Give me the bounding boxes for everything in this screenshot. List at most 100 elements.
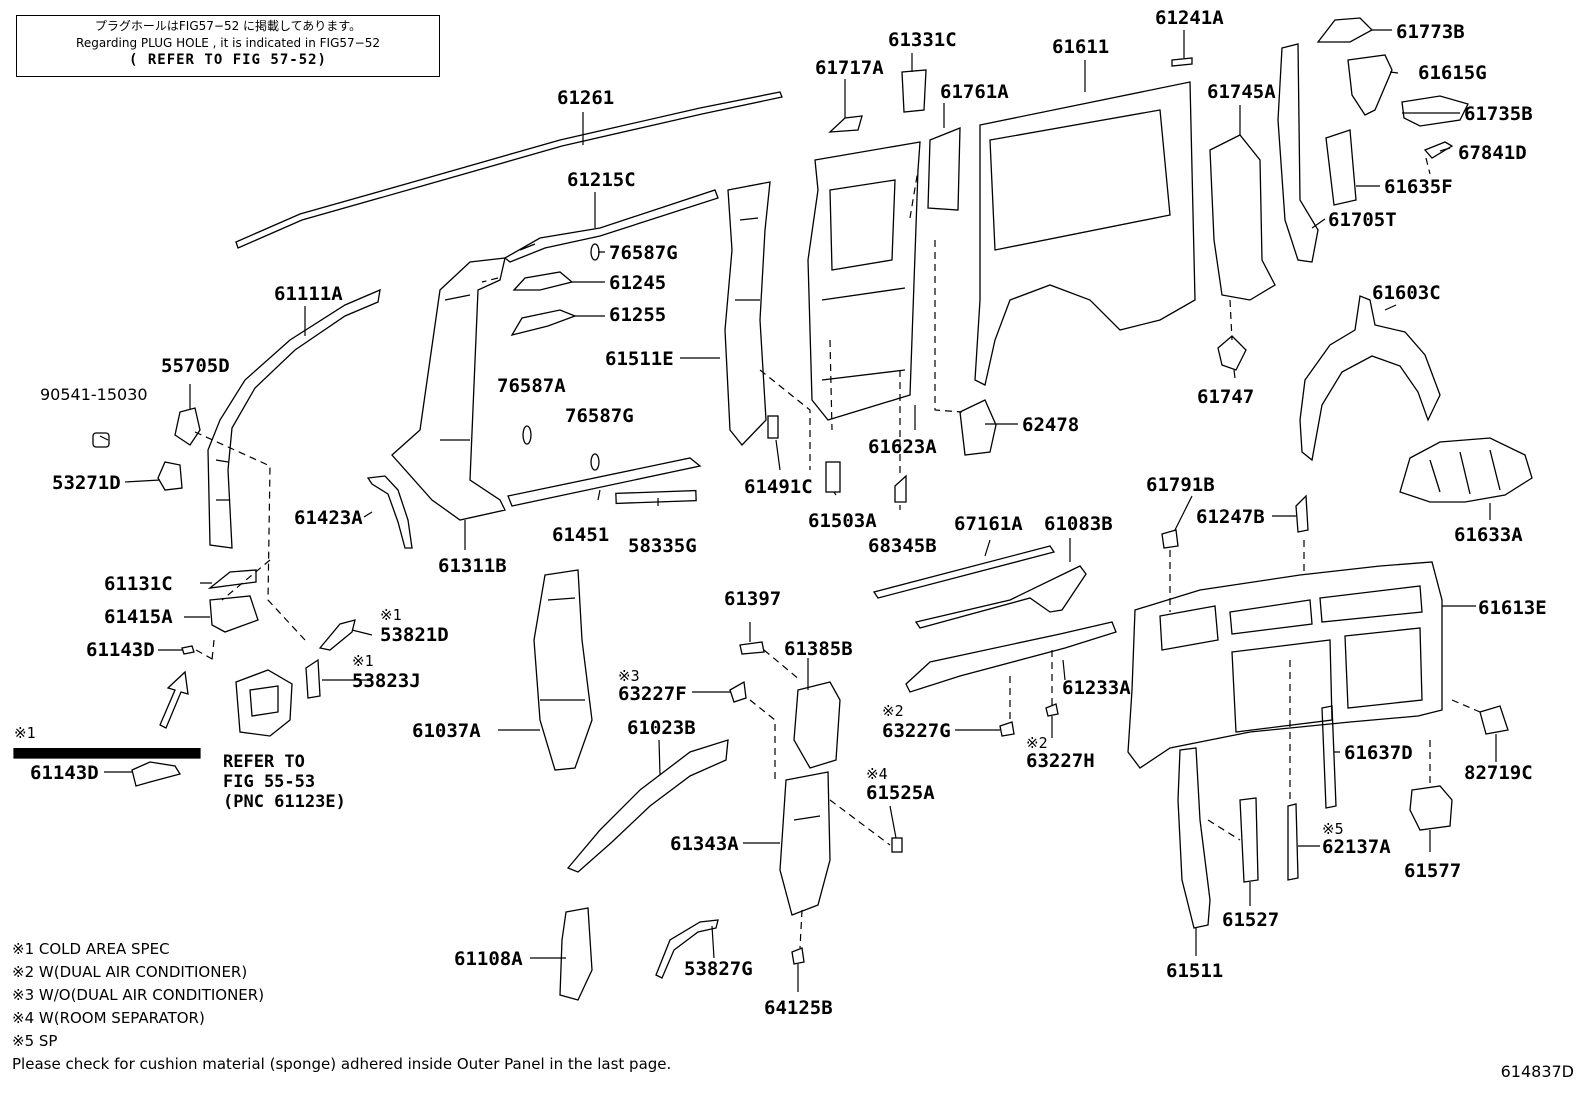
label-58335G: 58335G [628,535,697,557]
label-61143D-b: 61143D [30,762,99,784]
figure-number: 614837D [1500,1062,1574,1081]
part-61491C-drawing [767,415,779,439]
part-61111A-drawing [207,288,381,549]
label-61603C: 61603C [1372,282,1441,304]
label-76587G-a: 76587G [609,242,678,264]
part-61577-drawing [1409,785,1453,831]
label-82719C: 82719C [1464,762,1533,784]
label-76587A: 76587A [497,375,566,397]
mark-dual-ac-1: ※2 [882,702,904,720]
label-61247B: 61247B [1196,506,1265,528]
label-61233A: 61233A [1062,677,1131,699]
label-61633A: 61633A [1454,524,1523,546]
label-61527: 61527 [1222,909,1279,931]
note-line-refer: ( REFER TO FIG 57-52) [128,52,327,68]
label-61451: 61451 [552,524,609,546]
dashed-guide-lines [194,157,1481,949]
legend-item-1: ※1 COLD AREA SPEC [12,940,170,958]
part-61635F-drawing [1325,129,1357,206]
label-61747: 61747 [1197,386,1254,408]
label-61761A: 61761A [940,81,1009,103]
door-lock-drawing [235,669,293,737]
label-61491C: 61491C [744,476,813,498]
arrow-drawing [159,670,189,729]
part-61241A-drawing [1171,57,1193,67]
label-61143D-a: 61143D [86,639,155,661]
mark-cold-area-3: ※1 [14,724,36,742]
part-61527-drawing [1239,797,1259,883]
part-61745A-drawing [1209,134,1276,301]
mark-dual-ac-2: ※2 [1026,734,1048,752]
part-61791B-drawing [1161,529,1179,549]
refer-line-2: FIG 55-53 [223,772,316,792]
label-61037A: 61037A [412,720,481,742]
part-61613E-drawing [1127,561,1443,769]
part-61615G-drawing [1347,54,1393,116]
label-61717A: 61717A [815,57,884,79]
label-61735B: 61735B [1464,103,1533,125]
refer-line-3: (PNC 61123E) [223,792,346,812]
part-61331C-drawing [901,69,927,113]
part-61773B-drawing [1316,17,1374,43]
label-61503A: 61503A [808,510,877,532]
part-61108A-drawing [559,907,593,1001]
label-61343A: 61343A [670,833,739,855]
label-76587G-b: 76587G [565,405,634,427]
part-61143D-b-drawing [131,761,182,787]
label-67841D: 67841D [1458,142,1527,164]
label-64125B: 64125B [764,997,833,1019]
part-61385B-drawing [793,681,841,769]
label-61241A: 61241A [1155,7,1224,29]
label-61385B: 61385B [784,638,853,660]
part-64125B-drawing [791,947,805,965]
label-61083B: 61083B [1044,513,1113,535]
part-61247B-drawing [1295,494,1309,533]
part-61311B-drawing [391,257,506,521]
label-62478: 62478 [1022,414,1079,436]
mark-cold-area-2: ※1 [352,652,374,670]
label-61613E: 61613E [1478,597,1547,619]
part-55705D-drawing [174,407,201,446]
label-67161A: 67161A [954,513,1023,535]
part-61511-drawing [1177,747,1211,929]
mark-cold-area-1: ※1 [380,606,402,624]
part-61343A-drawing [779,771,831,916]
label-61245: 61245 [609,272,666,294]
note-line-jp: プラグホールはFIG57−52 に掲載してあります。 [94,19,362,33]
part-61423A-drawing [366,475,413,549]
label-61637D: 61637D [1344,742,1413,764]
label-61423A: 61423A [294,507,363,529]
part-58335G-drawing [615,489,697,505]
label-61131C: 61131C [104,573,173,595]
part-61215C-drawing [503,189,719,263]
part-61735B-drawing [1401,95,1469,127]
part-61623A-drawing [807,141,921,421]
label-61108A: 61108A [454,948,523,970]
part-61747-drawing [1217,335,1247,371]
footer-note: Please check for cushion material (spong… [12,1055,672,1073]
part-61611-drawing [974,81,1196,386]
label-63227G: 63227G [882,720,951,742]
label-53823J: 53823J [352,670,421,692]
part-61233A-drawing [905,621,1117,693]
label-61511: 61511 [1166,960,1223,982]
part-63227H-drawing [1045,703,1059,717]
legend: ※1 COLD AREA SPEC ※2 W(DUAL AIR CONDITIO… [12,938,264,1053]
label-55705D: 55705D [161,355,230,377]
part-61525A-drawing [891,837,903,853]
part-61397-drawing [739,641,765,655]
part-67161A-drawing [872,545,1056,599]
part-82719C-drawing [1479,705,1509,735]
part-61131C-drawing [207,569,257,589]
part-63227F-drawing [729,680,747,703]
note-line-en: Regarding PLUG HOLE , it is indicated in… [76,36,380,50]
part-61037A-drawing [533,569,593,771]
part-61261-drawing [235,91,783,249]
part-61143D-a-drawing [181,645,195,655]
part-62137A-drawing [1287,803,1299,881]
part-61451-drawing [507,457,702,507]
part-61083B-drawing [914,565,1087,629]
label-61311B: 61311B [438,555,507,577]
label-61023B: 61023B [627,717,696,739]
part-61705T-drawing [1277,43,1319,263]
